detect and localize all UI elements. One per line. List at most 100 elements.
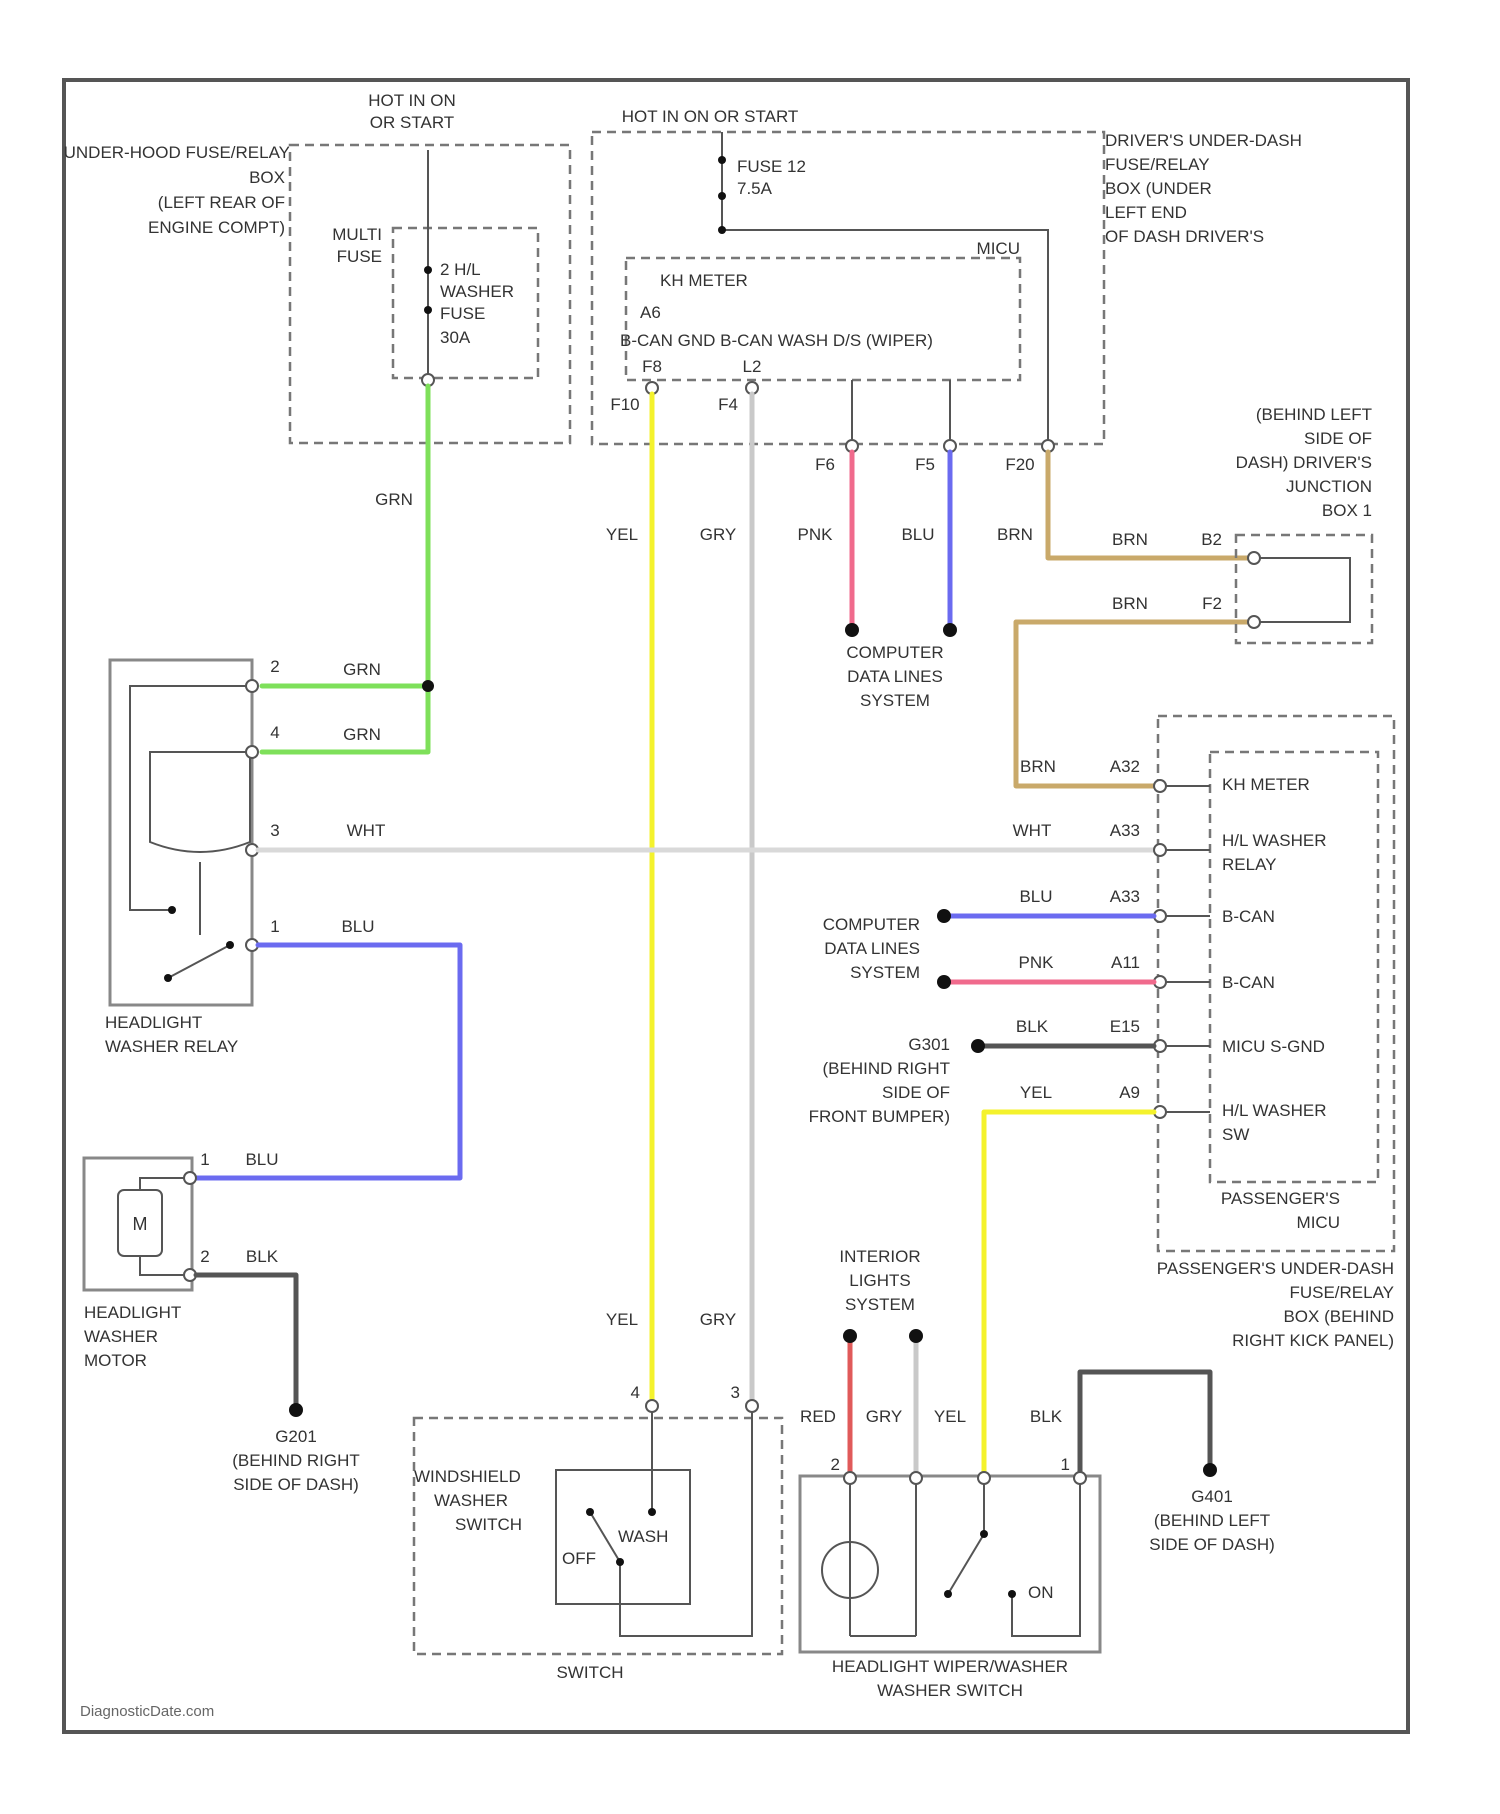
svg-text:1: 1: [1061, 1455, 1070, 1474]
svg-text:SIDE OF DASH): SIDE OF DASH): [1149, 1535, 1275, 1554]
wire-blu: [190, 945, 460, 1178]
svg-text:(LEFT REAR OF: (LEFT REAR OF: [158, 193, 285, 212]
svg-text:COMPUTER: COMPUTER: [823, 915, 920, 934]
svg-text:COMPUTER: COMPUTER: [846, 643, 943, 662]
svg-text:YEL: YEL: [1020, 1083, 1052, 1102]
svg-text:B-CAN GND B-CAN WASH D/S (W: B-CAN GND B-CAN WASH D/S (WIPER): [620, 331, 933, 350]
svg-text:RIGHT KICK PANEL): RIGHT KICK PANEL): [1232, 1331, 1394, 1350]
underhood-fuse-box: HOT IN ON OR START UNDER-HOOD FUSE/RELAY…: [64, 91, 570, 443]
svg-text:FUSE 12: FUSE 12: [737, 157, 806, 176]
windshield-washer-switch: 4 3 WASH OFF WINDSHIELD WASHER SWITCH SW…: [414, 1383, 782, 1682]
svg-text:BOX 1: BOX 1: [1322, 501, 1372, 520]
wire-grn: GRN GRN GRN: [262, 386, 434, 752]
svg-text:G301: G301: [908, 1035, 950, 1054]
svg-text:A11: A11: [1111, 953, 1140, 972]
watermark: DiagnosticDate.com: [80, 1703, 214, 1720]
svg-text:F5: F5: [915, 455, 935, 474]
svg-text:F4: F4: [718, 395, 738, 414]
svg-text:G201: G201: [275, 1427, 317, 1446]
svg-text:BLU: BLU: [901, 525, 934, 544]
svg-text:2: 2: [200, 1247, 209, 1266]
svg-text:JUNCTION: JUNCTION: [1286, 477, 1372, 496]
svg-text:BRN: BRN: [997, 525, 1033, 544]
svg-text:HOT IN ON OR START: HOT IN ON OR START: [622, 107, 799, 126]
svg-text:MOTOR: MOTOR: [84, 1351, 147, 1370]
svg-text:BOX (BEHIND: BOX (BEHIND: [1283, 1307, 1394, 1326]
svg-text:2: 2: [831, 1455, 840, 1474]
svg-text:MULTI: MULTI: [332, 225, 382, 244]
svg-text:(BEHIND RIGHT: (BEHIND RIGHT: [823, 1059, 951, 1078]
svg-text:HOT IN ON: HOT IN ON: [368, 91, 456, 110]
passenger-micu: KH METER H/L WASHER RELAY B-CAN B-CAN MI…: [1110, 716, 1394, 1350]
svg-text:FUSE/RELAY: FUSE/RELAY: [1289, 1283, 1394, 1302]
svg-text:BOX: BOX: [249, 168, 285, 187]
svg-text:FRONT BUMPER): FRONT BUMPER): [809, 1107, 950, 1126]
svg-text:HEADLIGHT: HEADLIGHT: [105, 1013, 202, 1032]
svg-text:FUSE/RELAY: FUSE/RELAY: [1105, 155, 1210, 174]
svg-text:F10: F10: [610, 395, 639, 414]
svg-text:DATA LINES: DATA LINES: [847, 667, 943, 686]
svg-text:7.5A: 7.5A: [737, 179, 773, 198]
svg-text:BLK: BLK: [1016, 1017, 1049, 1036]
svg-text:F8: F8: [642, 357, 662, 376]
svg-text:L2: L2: [743, 357, 762, 376]
svg-text:DRIVER'S UNDER-DASH: DRIVER'S UNDER-DASH: [1105, 131, 1302, 150]
headlight-washer-motor: M 1 2 HEADLIGHT WASHER MOTOR: [84, 1150, 210, 1370]
wire-grn: [262, 386, 428, 686]
svg-text:H/L WASHER: H/L WASHER: [1222, 1101, 1327, 1120]
svg-text:(BEHIND LEFT: (BEHIND LEFT: [1256, 405, 1372, 424]
svg-text:BLK: BLK: [1030, 1407, 1063, 1426]
svg-text:BRN: BRN: [1020, 757, 1056, 776]
svg-text:SYSTEM: SYSTEM: [850, 963, 920, 982]
svg-text:KH METER: KH METER: [660, 271, 748, 290]
svg-text:GRY: GRY: [700, 525, 737, 544]
svg-text:BOX (UNDER: BOX (UNDER: [1105, 179, 1212, 198]
svg-text:GRN: GRN: [343, 660, 381, 679]
svg-text:MICU: MICU: [1297, 1213, 1340, 1232]
svg-text:SYSTEM: SYSTEM: [860, 691, 930, 710]
svg-text:4: 4: [270, 723, 279, 742]
svg-text:UNDER-HOOD FUSE/RELAY: UNDER-HOOD FUSE/RELAY: [64, 143, 290, 162]
drivers-fuse-box: HOT IN ON OR START FUSE 12 7.5A MICU KH …: [592, 107, 1302, 474]
svg-text:E15: E15: [1110, 1017, 1140, 1036]
svg-text:LEFT END: LEFT END: [1105, 203, 1187, 222]
svg-text:BLU: BLU: [245, 1150, 278, 1169]
svg-text:WINDSHIELD: WINDSHIELD: [414, 1467, 521, 1486]
svg-text:WASHER: WASHER: [84, 1327, 158, 1346]
svg-text:SW: SW: [1222, 1125, 1249, 1144]
wire-gry-main: GRY GRY: [700, 394, 752, 1400]
svg-text:BLK: BLK: [246, 1247, 279, 1266]
svg-text:A33: A33: [1110, 821, 1140, 840]
svg-text:GRN: GRN: [343, 725, 381, 744]
svg-text:MICU: MICU: [977, 239, 1020, 258]
svg-text:(BEHIND RIGHT: (BEHIND RIGHT: [232, 1451, 360, 1470]
svg-text:(BEHIND LEFT: (BEHIND LEFT: [1154, 1511, 1270, 1530]
svg-text:PASSENGER'S: PASSENGER'S: [1221, 1189, 1340, 1208]
wire-brn: BRN BRN BRN BRN: [997, 452, 1254, 786]
svg-text:G401: G401: [1191, 1487, 1233, 1506]
wire-yel-main: YEL YEL: [606, 394, 652, 1400]
svg-text:BLU: BLU: [1019, 887, 1052, 906]
svg-text:GRY: GRY: [700, 1310, 737, 1329]
svg-text:PNK: PNK: [1019, 953, 1055, 972]
svg-text:YEL: YEL: [606, 525, 638, 544]
svg-text:F2: F2: [1202, 594, 1222, 613]
svg-text:B2: B2: [1201, 530, 1222, 549]
svg-text:BLU: BLU: [341, 917, 374, 936]
svg-text:YEL: YEL: [606, 1310, 638, 1329]
svg-text:1: 1: [200, 1150, 209, 1169]
headlight-washer-relay: 2 4 3 1 HEADLIGHT WASHER RELAY: [105, 657, 280, 1056]
svg-text:1: 1: [270, 917, 279, 936]
svg-text:A32: A32: [1110, 757, 1140, 776]
svg-text:4: 4: [631, 1383, 640, 1402]
wire-wht: WHT WHT: [258, 821, 1154, 850]
svg-text:A9: A9: [1119, 1083, 1140, 1102]
svg-text:2 H/L: 2 H/L: [440, 260, 481, 279]
svg-text:BRN: BRN: [1112, 594, 1148, 613]
svg-text:OR START: OR START: [370, 113, 454, 132]
svg-text:RELAY: RELAY: [1222, 855, 1277, 874]
svg-text:HEADLIGHT: HEADLIGHT: [84, 1303, 181, 1322]
svg-text:SYSTEM: SYSTEM: [845, 1295, 915, 1314]
svg-text:ENGINE COMPT): ENGINE COMPT): [148, 218, 285, 237]
